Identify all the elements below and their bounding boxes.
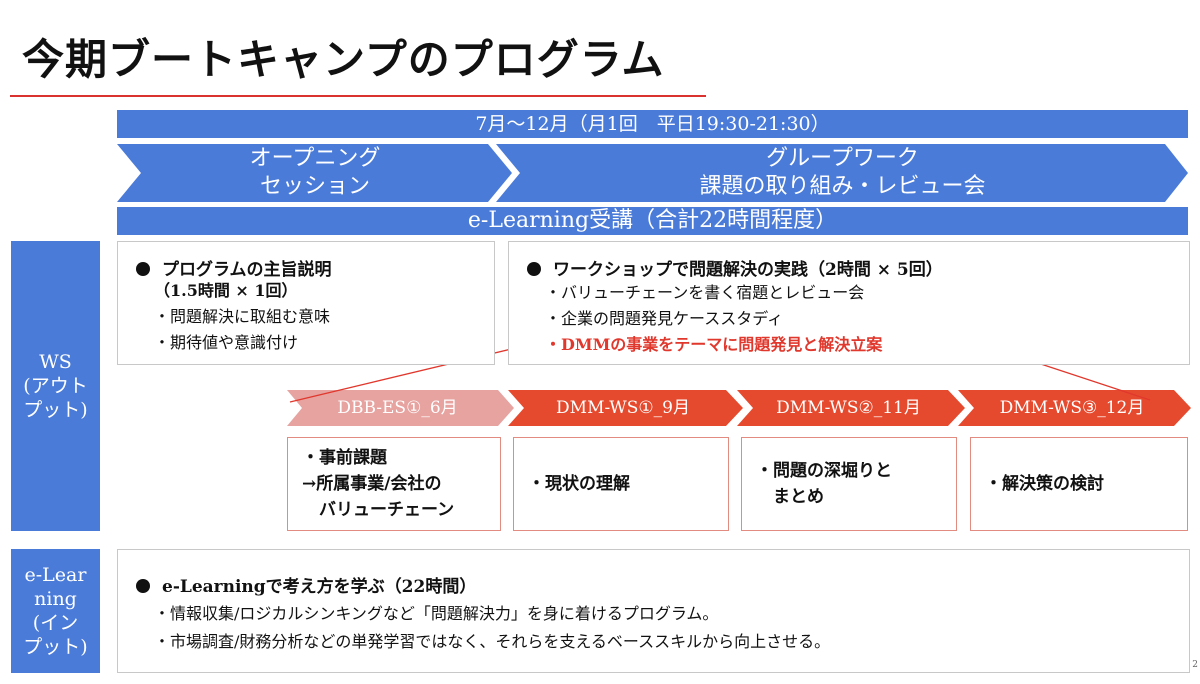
phase-label: DMM-WS①_9月 xyxy=(556,398,690,418)
chevron-opening xyxy=(117,144,512,202)
elearning-heading: e-Learningで考え方を学ぶ（22時間） xyxy=(136,572,476,597)
phase-chevron-4 xyxy=(958,390,1191,426)
workshop-item-highlight: ・DMMの事業をテーマに問題発見と解決立案 xyxy=(545,335,883,354)
bullet-icon xyxy=(136,579,150,593)
elearning-item: ・市場調査/財務分析などの単発学習ではなく、それらを支えるベーススキルから向上さ… xyxy=(154,632,831,651)
phase-chevron-1 xyxy=(287,390,514,426)
side-label-elearning: e-Lear ning (イン プット) xyxy=(11,549,100,673)
bullet-icon xyxy=(136,262,150,276)
page-title: 今期ブートキャンプのプログラム xyxy=(22,35,665,84)
phase-label: DMM-WS③_12月 xyxy=(999,398,1145,418)
elearning-bar: e-Learning受講（合計22時間程度） xyxy=(117,207,1188,235)
opening-session-box: プログラムの主旨説明 （1.5時間 × 1回） ・問題解決に取組む意味 ・期待値… xyxy=(117,241,495,365)
chevron-opening-label: オープニングセッション xyxy=(249,146,381,199)
opening-item: ・問題解決に取組む意味 xyxy=(154,307,331,326)
phase-desc-box: ・問題の深堀りと まとめ xyxy=(741,437,957,531)
phase-desc-box: ・現状の理解 xyxy=(513,437,729,531)
workshop-item: ・企業の問題発見ケーススタディ xyxy=(545,309,784,328)
title-underline xyxy=(10,95,706,97)
phase-chevron-2 xyxy=(508,390,743,426)
workshop-item: ・バリューチェーンを書く宿題とレビュー会 xyxy=(545,283,865,302)
phase-label: DBB-ES①_6月 xyxy=(337,398,458,418)
page-number: 2 xyxy=(1192,660,1198,670)
phase-desc-box: ・事前課題 →所属事業/会社の バリューチェーン xyxy=(287,437,501,531)
chevron-groupwork xyxy=(496,144,1188,202)
side-label-ws: WS (アウト プット) xyxy=(11,241,100,531)
chevron-groupwork-label: グループワーク課題の取り組み・レビュー会 xyxy=(699,146,986,199)
period-bar: 7月〜12月（月1回 平日19:30-21:30） xyxy=(117,110,1188,138)
elearning-box: e-Learningで考え方を学ぶ（22時間） ・情報収集/ロジカルシンキングな… xyxy=(117,549,1190,673)
opening-heading-duration: （1.5時間 × 1回） xyxy=(154,281,298,300)
workshop-heading: ワークショップで問題解決の実践（2時間 × 5回） xyxy=(527,255,943,280)
bullet-icon xyxy=(527,262,541,276)
opening-item: ・期待値や意識付け xyxy=(154,333,299,352)
connector-line-left xyxy=(289,339,550,403)
phase-desc-box: ・解決策の検討 xyxy=(970,437,1188,531)
phase-label: DMM-WS②_11月 xyxy=(776,398,921,418)
phase-chevron-3 xyxy=(737,390,965,426)
opening-heading: プログラムの主旨説明 xyxy=(136,255,332,280)
workshop-box: ワークショップで問題解決の実践（2時間 × 5回） ・バリューチェーンを書く宿題… xyxy=(508,241,1190,365)
elearning-item: ・情報収集/ロジカルシンキングなど「問題解決力」を身に着けるプログラム。 xyxy=(154,604,719,623)
